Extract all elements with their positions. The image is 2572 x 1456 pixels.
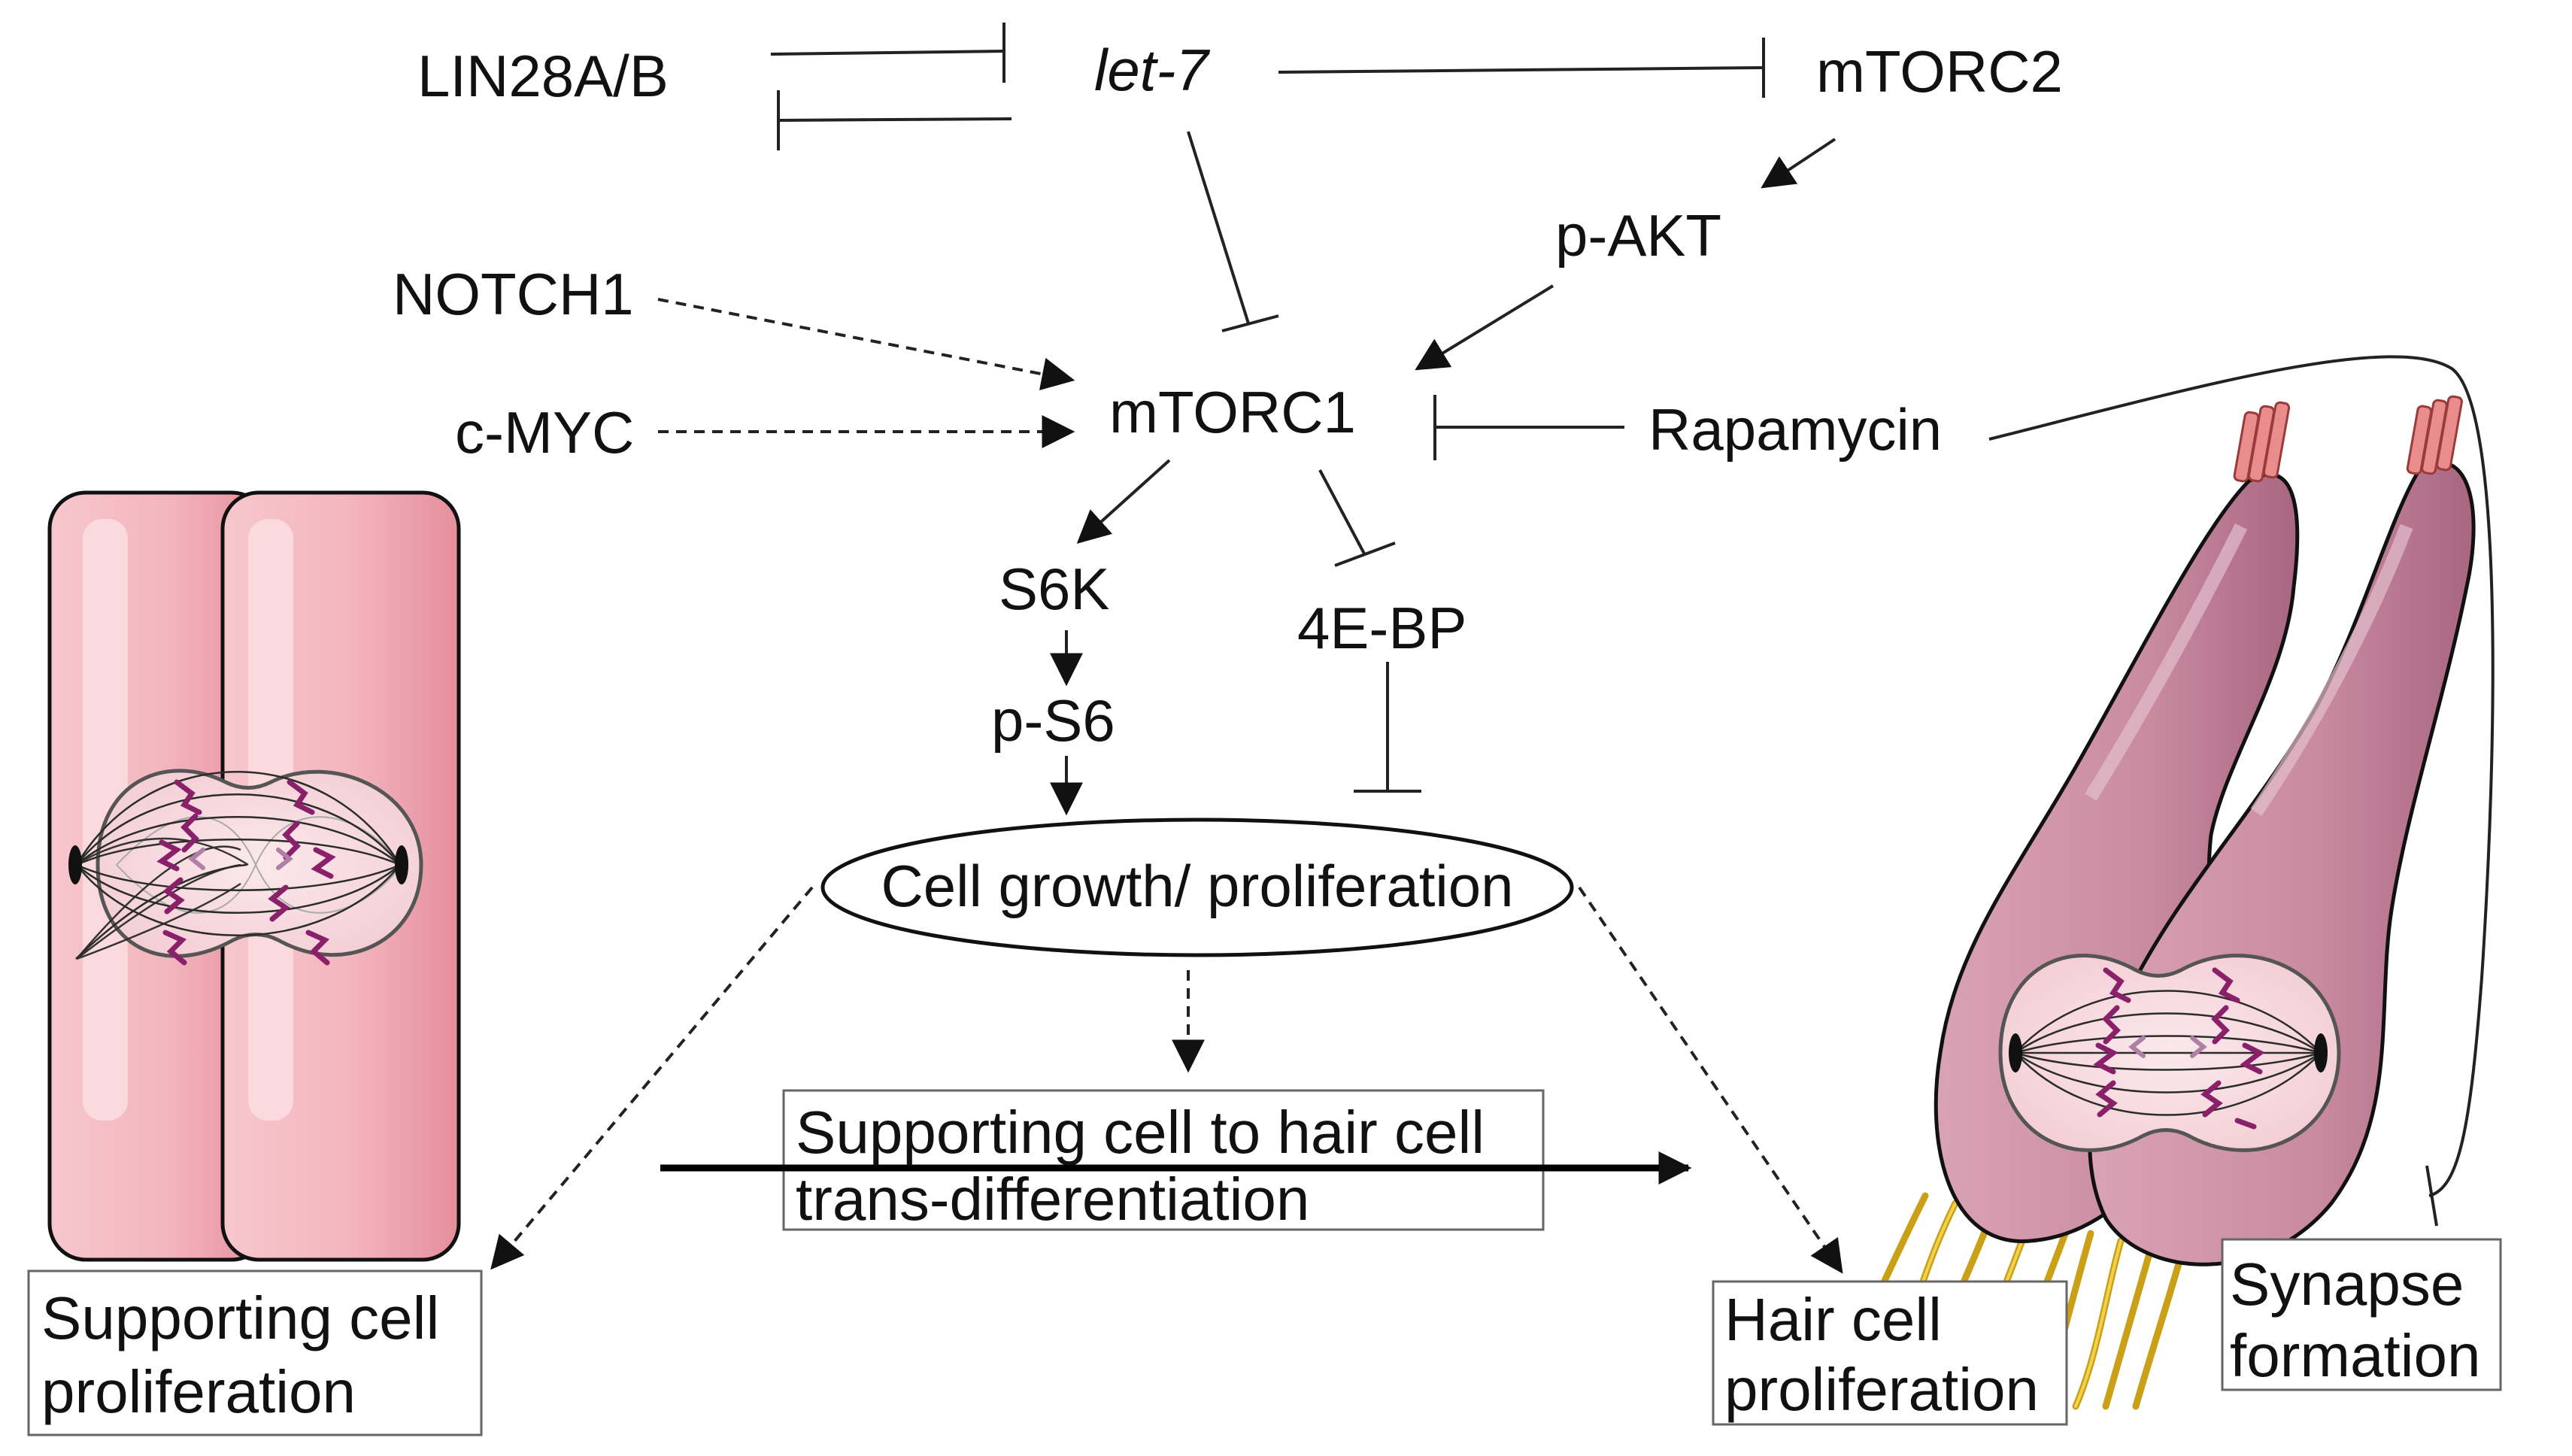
- sc-prolif-line1: Supporting cell: [41, 1285, 439, 1351]
- stereocilia-front: [2406, 395, 2463, 475]
- supporting-prolif-box: [27, 1269, 483, 1436]
- spindle-pole-left: [68, 845, 82, 884]
- supporting-spindle-fibers: [75, 771, 402, 936]
- node-ps6: p-S6: [991, 687, 1115, 754]
- transdiff-line2: trans-differentiation: [796, 1166, 1309, 1233]
- supporting-chromosomes: [156, 779, 336, 966]
- supporting-cells-illustration: [47, 490, 461, 1262]
- node-let7: let-7: [1094, 37, 1210, 103]
- sc-prolif-line2: proliferation: [41, 1358, 356, 1425]
- growth-ellipse: [820, 817, 1574, 957]
- node-mtorc1: mTORC1: [1109, 379, 1356, 445]
- hc-prolif-line2: proliferation: [1724, 1356, 2039, 1423]
- hc-prolif-line1: Hair cell: [1724, 1286, 1942, 1353]
- node-notch1: NOTCH1: [393, 261, 634, 327]
- node-lin28: LIN28A/B: [417, 43, 669, 109]
- node-pakt: p-AKT: [1555, 202, 1721, 268]
- synapse-box: [2221, 1238, 2502, 1391]
- hair-prolif-box: [1712, 1280, 2068, 1426]
- node-4ebp: 4E-BP: [1297, 595, 1466, 661]
- dividing-nucleus-right: [1998, 954, 2341, 1152]
- synapse-line1: Synapse: [2230, 1251, 2464, 1318]
- node-rapamycin: Rapamycin: [1648, 396, 1942, 463]
- synapse-line2: formation: [2230, 1322, 2480, 1389]
- growth-label: Cell growth/ proliferation: [881, 853, 1513, 919]
- stereocilia-back: [2233, 401, 2291, 483]
- pathway-labels: LIN28A/B let-7 mTORC2 p-AKT NOTCH1 c-MYC…: [41, 37, 2480, 1425]
- transdiff-box: [782, 1089, 1545, 1231]
- pathway-edges: mTORC1 --> mTORC1 --> sc prolif --> tran…: [490, 23, 2495, 1274]
- spindle-pole-right: [395, 845, 408, 884]
- node-s6k: S6K: [999, 556, 1109, 622]
- transdiff-line1: Supporting cell to hair cell: [796, 1099, 1485, 1166]
- node-cmyc: c-MYC: [455, 399, 634, 466]
- node-mtorc2: mTORC2: [1816, 38, 2063, 105]
- supporting-chromosomes-light: [188, 848, 293, 870]
- supporting-cell-spindle: [75, 863, 247, 960]
